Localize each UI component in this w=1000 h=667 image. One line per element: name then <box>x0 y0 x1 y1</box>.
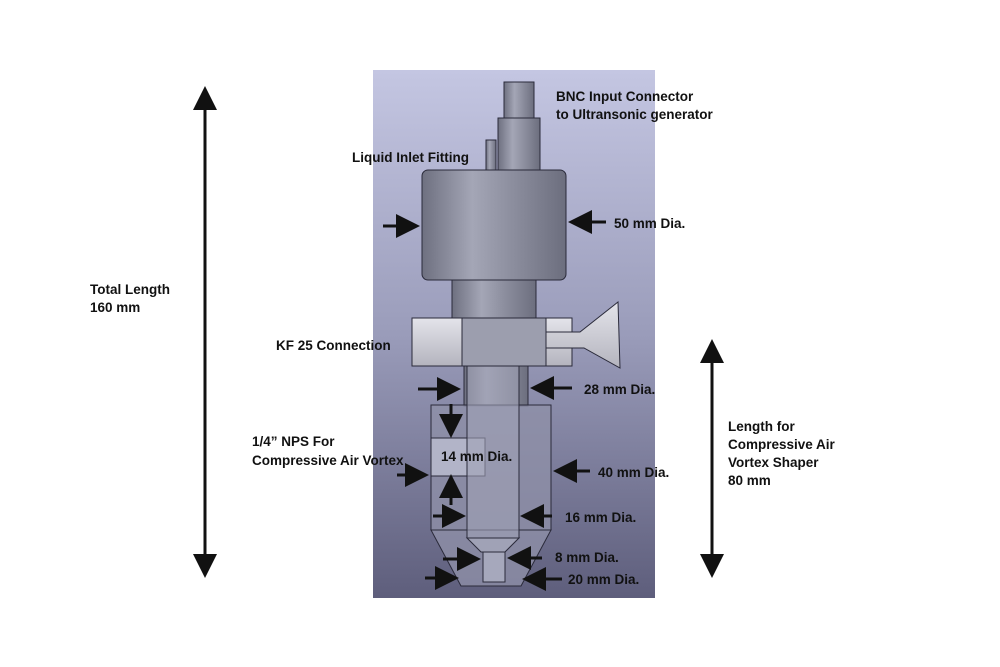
labels: BNC Input Connector to Ultransonic gener… <box>90 89 836 587</box>
nps-label-2: Compressive Air Vortex <box>252 453 404 468</box>
dia-50-label: 50 mm Dia. <box>614 216 685 231</box>
dia-14-label: 14 mm Dia. <box>441 449 512 464</box>
liquid-inlet-fitting <box>485 139 497 171</box>
vortex-length-label-4: 80 mm <box>728 473 771 488</box>
vortex-length-label-2: Compressive Air <box>728 437 836 452</box>
dia-28-label: 28 mm Dia. <box>584 382 655 397</box>
total-length-label-2: 160 mm <box>90 300 140 315</box>
probe-assembly <box>411 81 621 587</box>
bnc-connector <box>503 81 535 119</box>
inner-horn-16mm <box>466 365 520 539</box>
dia-16-label: 16 mm Dia. <box>565 510 636 525</box>
bnc-base <box>497 117 541 171</box>
kf25-label: KF 25 Connection <box>276 338 391 353</box>
total-length-label-1: Total Length <box>90 282 170 297</box>
neck <box>451 279 537 321</box>
dimension-arrows <box>193 86 724 591</box>
wing-nut <box>545 300 621 369</box>
dia-8-label: 8 mm Dia. <box>555 550 619 565</box>
tip-8mm <box>482 551 506 583</box>
clamp-center <box>461 317 547 367</box>
vortex-length-label-1: Length for <box>728 419 795 434</box>
dia-40-label: 40 mm Dia. <box>598 465 669 480</box>
bnc-label-2: to Ultransonic generator <box>556 107 714 122</box>
vortex-length-label-3: Vortex Shaper <box>728 455 819 470</box>
bnc-label-1: BNC Input Connector <box>556 89 694 104</box>
dia-20-label: 20 mm Dia. <box>568 572 639 587</box>
liquid-inlet-label: Liquid Inlet Fitting <box>352 150 469 165</box>
nps-label-1: 1/4” NPS For <box>252 434 335 449</box>
upper-housing-50mm <box>421 169 567 281</box>
